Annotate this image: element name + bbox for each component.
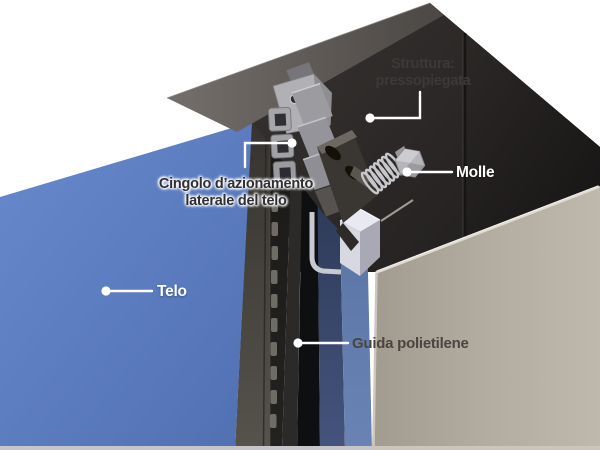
label-cingolo-line2: laterale del telo (185, 192, 287, 209)
guide-strip-gray (235, 110, 270, 450)
lip-edge-highlight (166, 2, 431, 99)
chain-roller-highlight (297, 116, 327, 128)
label-molle: Molle (456, 164, 495, 181)
beige-inner-lip (380, 199, 414, 222)
dot-molle (402, 167, 412, 177)
label-cingolo-line1: Cingolo d’azionamento (158, 176, 314, 192)
bracket-tab (336, 223, 359, 251)
fabric-panel (0, 122, 252, 450)
guide-groove (262, 124, 267, 450)
bottom-edge-band (0, 446, 372, 450)
dot-struttura (365, 113, 375, 123)
leader-lines (109, 90, 454, 345)
zip-track-strip (270, 110, 293, 450)
structure-right-face (444, 15, 600, 239)
guide-strip-black (297, 130, 320, 450)
leader-cingolo (243, 141, 290, 169)
spring-bracket (317, 130, 378, 251)
chain-roller-highlight (291, 82, 321, 94)
dot-telo (101, 286, 111, 296)
dot-guida (293, 338, 303, 348)
beige-top-edge-bright (376, 185, 599, 272)
beige-top-edge-highlight (375, 185, 600, 274)
chain-side-links (267, 106, 297, 186)
beige-left-edge-highlight (372, 272, 378, 450)
poly-block-right-face (360, 220, 380, 276)
zip-links-pattern (270, 198, 278, 428)
label-guida: Guida polietilene (352, 335, 469, 352)
dot-cingolo (287, 138, 297, 148)
leader-struttura (372, 90, 422, 120)
label-telo: Telo (157, 283, 187, 300)
label-struttura: Struttura: pressopiegata (375, 56, 470, 90)
leader-dots (101, 113, 412, 348)
label-cingolo: Cingolo d’azionamento laterale del telo (158, 176, 314, 210)
poly-channel-arm (309, 212, 342, 275)
chain-roller (291, 83, 333, 126)
bottom-edge-band (372, 446, 600, 450)
label-struttura-line2: pressopiegata (375, 72, 471, 89)
label-struttura-line1: Struttura: (391, 56, 455, 72)
guide-strip-dark (282, 110, 303, 450)
bracket-slot (325, 145, 341, 161)
